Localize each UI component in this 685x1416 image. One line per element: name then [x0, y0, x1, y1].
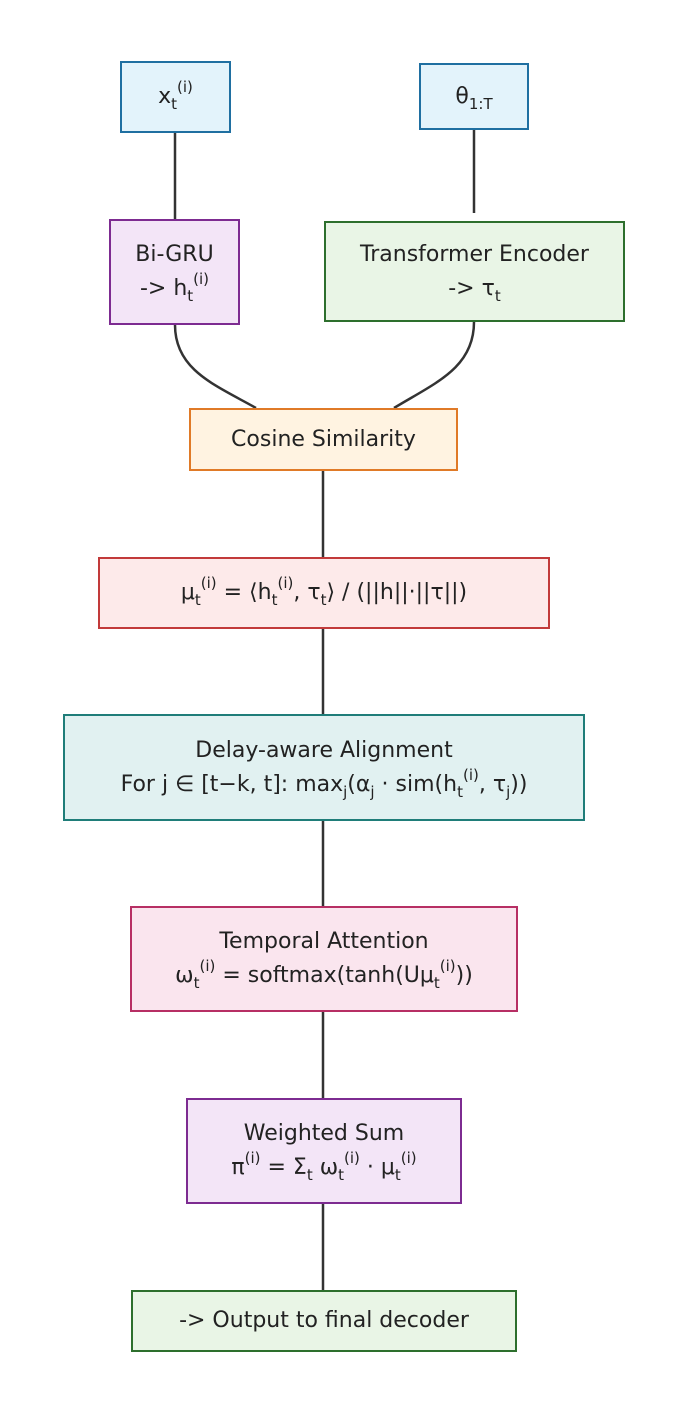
- node-weighted-sum: Weighted Sum π(i) = Σt ωt(i) · μt(i): [186, 1098, 462, 1204]
- node-bigru-output: -> ht(i): [139, 270, 210, 305]
- node-output: -> Output to final decoder: [131, 1290, 517, 1352]
- node-output-label: -> Output to final decoder: [179, 1308, 469, 1333]
- node-temporal-title: Temporal Attention: [219, 929, 429, 954]
- node-x-input: xt(i): [120, 61, 231, 133]
- node-temporal-attention: Temporal Attention ωt(i) = softmax(tanh(…: [130, 906, 518, 1012]
- node-delay-formula: For j ∈ [t−k, t]: maxj(αj · sim(ht(i), τ…: [120, 765, 528, 801]
- edge-bigru-to-cosine: [173, 324, 257, 410]
- node-weighted-title: Weighted Sum: [243, 1121, 405, 1146]
- edge-transformer-to-cosine: [393, 321, 476, 410]
- node-cosine-title: Cosine Similarity: [231, 426, 416, 452]
- node-delay-alignment: Delay-aware Alignment For j ∈ [t−k, t]: …: [63, 714, 585, 821]
- node-temporal-formula: ωt(i) = softmax(tanh(Uμt(i))): [175, 957, 473, 992]
- node-x-input-label: xt(i): [158, 78, 193, 113]
- node-theta-input: θ1:T: [419, 63, 529, 130]
- node-delay-title: Delay-aware Alignment: [195, 737, 453, 763]
- node-bigru-title: Bi-GRU: [135, 242, 214, 267]
- node-cosine-formula-text: μt(i) = ⟨ht(i), τt⟩ / (||h||·||τ||): [180, 574, 468, 609]
- node-theta-input-label: θ1:T: [455, 83, 493, 113]
- node-weighted-formula: π(i) = Σt ωt(i) · μt(i): [231, 1149, 417, 1184]
- node-cosine-similarity: Cosine Similarity: [189, 408, 458, 471]
- node-transformer-title: Transformer Encoder: [360, 241, 589, 267]
- node-transformer-encoder: Transformer Encoder -> τt: [324, 221, 625, 322]
- node-bigru: Bi-GRU -> ht(i): [109, 219, 240, 325]
- node-cosine-formula: μt(i) = ⟨ht(i), τt⟩ / (||h||·||τ||): [98, 557, 550, 629]
- node-transformer-output: -> τt: [448, 275, 501, 305]
